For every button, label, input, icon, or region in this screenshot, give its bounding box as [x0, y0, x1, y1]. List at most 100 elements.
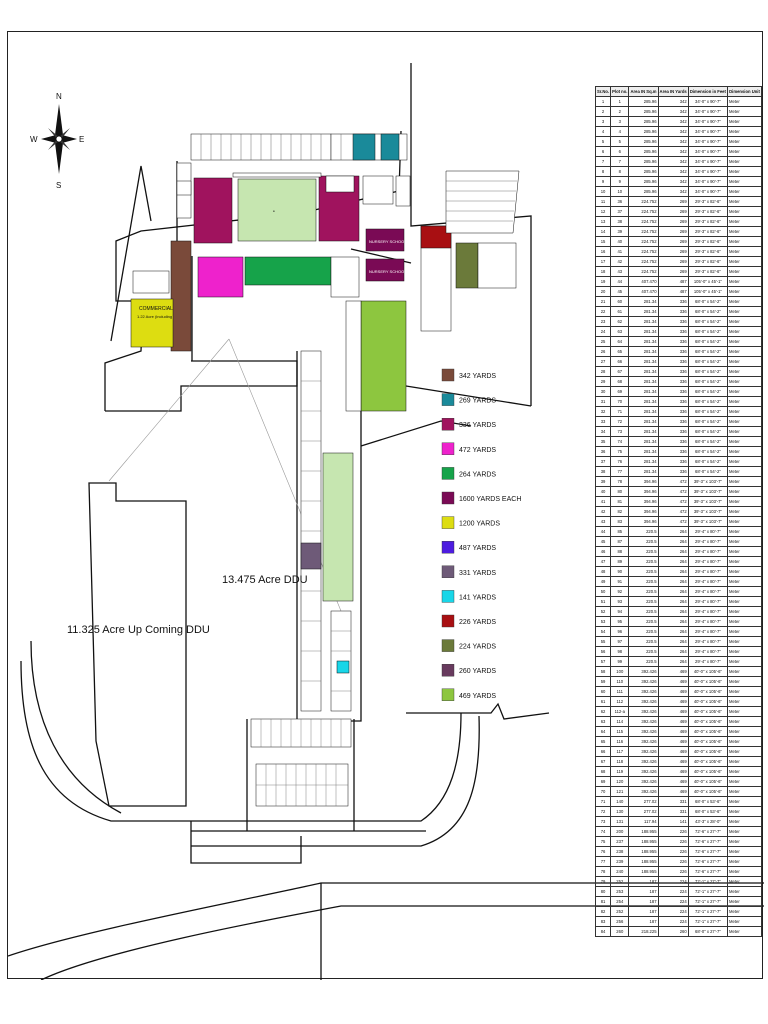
table-cell: 264 [657, 526, 689, 537]
table-cell: 264 [657, 546, 689, 557]
table-cell: 394.96 [628, 506, 659, 517]
table-cell: 256 [610, 916, 630, 927]
top-right-plots [445, 170, 520, 234]
table-cell: 13 [594, 216, 612, 227]
table-cell: 336 [657, 346, 689, 357]
table-cell: 392.426 [628, 736, 659, 747]
table-cell: 35 [594, 436, 612, 447]
table-cell: 187 [628, 886, 659, 897]
table-cell: 336 [657, 396, 689, 407]
table-cell: 342 [657, 106, 689, 117]
table-cell: 407.470 [628, 286, 659, 297]
compass-rose-icon [41, 104, 77, 174]
table-cell-unit: Meter [727, 426, 762, 437]
table-cell-unit: Meter [727, 466, 762, 477]
table-cell: 220.5 [628, 536, 659, 547]
table-cell-unit: Meter [727, 886, 762, 897]
table-cell: 112-a [610, 706, 630, 717]
table-cell: 53 [594, 616, 612, 627]
table-cell: 80 [594, 886, 612, 897]
table-cell: 281.34 [628, 316, 659, 327]
legend-swatch [441, 614, 455, 628]
table-cell-unit: Meter [727, 766, 762, 777]
table-cell: 34'-0" x 90'-7" [687, 96, 729, 107]
table-cell: 281.34 [628, 416, 659, 427]
table-cell: 68 [594, 766, 612, 777]
table-cell: 68'-0" x 27'-7" [687, 926, 729, 937]
table-cell: 269 [657, 196, 689, 207]
table-cell: 469 [657, 786, 689, 797]
legend-swatch [441, 491, 455, 505]
legend-label: 336 YARDS [459, 422, 496, 429]
table-cell: 342 [657, 186, 689, 197]
table-cell-unit: Meter [727, 266, 762, 277]
table-cell-unit: Meter [727, 486, 762, 497]
table-cell: 200 [610, 826, 630, 837]
table-cell: 59 [594, 676, 612, 687]
legend-swatch [441, 664, 455, 677]
table-cell: 469 [657, 776, 689, 787]
table-cell: 72'-6" x 27'-7" [687, 826, 729, 837]
table-cell: 18 [594, 266, 612, 277]
table-cell: 220.5 [628, 586, 659, 597]
table-cell: 264 [657, 586, 689, 597]
table-cell-unit: Meter [727, 436, 762, 447]
legend-label: 331 YARDS [459, 570, 496, 577]
table-cell: 472 [657, 486, 689, 497]
table-cell-unit: Meter [727, 646, 762, 657]
table-cell: 34'-0" x 90'-7" [687, 176, 729, 187]
table-cell: 226 [657, 846, 689, 857]
table-cell: 264 [657, 646, 689, 657]
table-cell: 226 [657, 856, 689, 867]
table-cell-unit: Meter [727, 476, 762, 487]
table-cell: 68'-0" x 54'-2" [687, 356, 729, 367]
table-cell: 264 [657, 616, 689, 627]
table-cell: 73 [594, 816, 612, 827]
table-cell: 40'-0" x 105'-6" [687, 666, 729, 677]
table-cell-unit: Meter [727, 226, 762, 237]
table-cell: 70 [594, 786, 612, 797]
compass-north-label: N [56, 92, 62, 101]
table-cell: 187 [628, 876, 659, 887]
table-cell: 68'-0" x 54'-2" [687, 396, 729, 407]
table-cell: 264 [657, 556, 689, 567]
table-cell: 224.752 [628, 246, 659, 257]
table-cell-unit: Meter [727, 306, 762, 317]
table-cell: 281.34 [628, 356, 659, 367]
table-cell: 40'-0" x 105'-6" [687, 786, 729, 797]
col-header-plot-no: Plot no. [610, 86, 630, 97]
table-cell: 29'-4" x 80'-7" [687, 556, 729, 567]
table-cell: 342 [657, 166, 689, 177]
table-cell: 105'-0" x 45'-1" [687, 276, 729, 287]
table-cell-unit: Meter [727, 396, 762, 407]
table-cell: 39'-3" x 103'-7" [687, 476, 729, 487]
table-cell: 5 [610, 136, 630, 147]
table-cell: 22 [594, 306, 612, 317]
table-cell: 5 [594, 136, 612, 147]
table-cell: 110 [610, 676, 630, 687]
table-cell: 40'-0" x 105'-6" [687, 676, 729, 687]
table-cell: 94 [610, 606, 630, 617]
table-cell: 224 [657, 916, 689, 927]
legend-swatch [441, 688, 455, 701]
table-cell-unit: Meter [727, 626, 762, 637]
top-right-dividers [446, 180, 517, 222]
table-cell: 342 [657, 176, 689, 187]
access-lines [108, 338, 342, 612]
nursery-school-blocks [365, 228, 405, 282]
table-cell: 72'-6" x 27'-7" [687, 856, 729, 867]
table-cell: 224.752 [628, 216, 659, 227]
table-cell: 264 [657, 596, 689, 607]
table-cell: 29'-4" x 80'-7" [687, 596, 729, 607]
table-cell: 487 [657, 286, 689, 297]
table-cell: 281.34 [628, 326, 659, 337]
table-cell: 3 [594, 116, 612, 127]
